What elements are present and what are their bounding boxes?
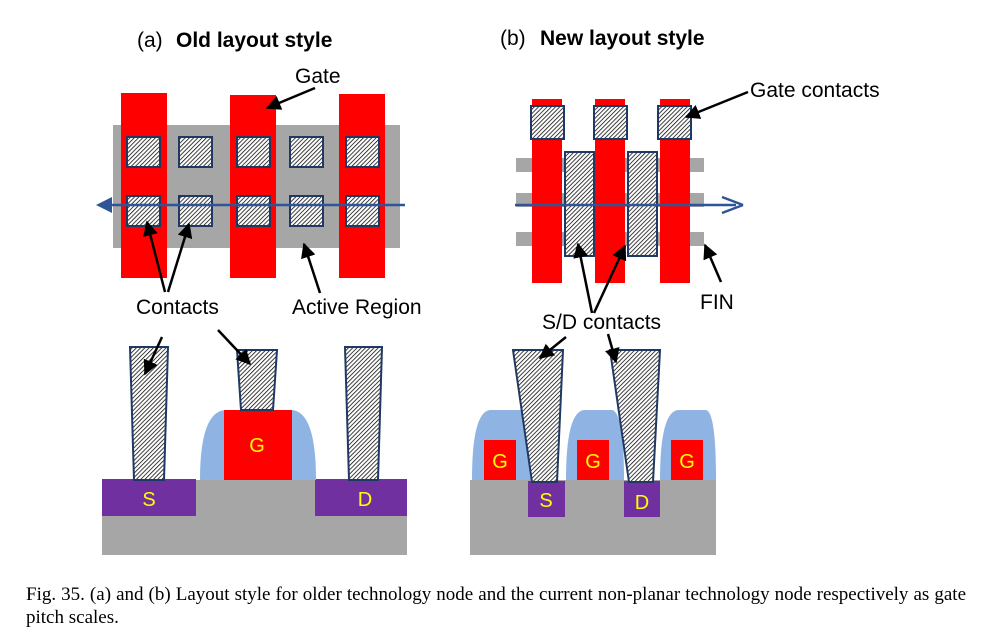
contacts-label: Contacts — [136, 296, 219, 319]
contact — [178, 136, 213, 168]
source-label-a: S — [142, 489, 155, 511]
gate-label: Gate — [295, 65, 341, 88]
source-region-b — [528, 481, 565, 517]
contact-arrow-4 — [217, 329, 252, 366]
gate-arrow — [265, 86, 316, 110]
contact — [236, 195, 271, 227]
gate-poly-2 — [230, 95, 276, 278]
source-label-b: S — [539, 490, 552, 512]
sd-contacts-arrow-3 — [538, 336, 567, 359]
fin-arrow — [703, 243, 723, 283]
cut-arrow-right-b — [721, 195, 744, 215]
gate-label-b3: G — [679, 451, 695, 473]
figure-caption: Fig. 35. (a) and (b) Layout style for ol… — [26, 584, 966, 628]
drain-region-a — [315, 479, 407, 516]
contact — [289, 195, 324, 227]
contact-grid — [126, 136, 380, 227]
drain-region-b — [624, 481, 660, 517]
cut-arrow-left-a — [96, 197, 112, 213]
gate-b3 — [671, 440, 703, 480]
gate-contact — [593, 105, 628, 140]
gate-a — [224, 410, 292, 480]
contacts-arrow-2 — [166, 222, 193, 293]
panel-a-layout — [96, 93, 405, 278]
gate-label-b2: G — [585, 451, 601, 473]
contact-plug-drain-a — [343, 346, 384, 481]
contact-arrow-3 — [143, 336, 164, 376]
sd-contacts-arrow-2 — [592, 244, 627, 314]
contact — [126, 136, 161, 168]
sd-contacts-label: S/D contacts — [542, 311, 661, 334]
sd-contacts-arrow-1 — [573, 242, 594, 314]
contact-plug-source-a — [128, 346, 170, 481]
contact — [126, 195, 161, 227]
panel-a-label: (a) — [137, 29, 163, 52]
source-region-a — [102, 479, 196, 516]
panel-b-cross-section: G G G S D — [470, 349, 716, 555]
contact — [236, 136, 271, 168]
active-region-label: Active Region — [292, 296, 422, 319]
contact — [345, 136, 380, 168]
gate-contacts-arrow — [684, 90, 749, 119]
drain-label-a: D — [358, 489, 372, 511]
gate-b2 — [577, 440, 609, 480]
sd-contact-plug-b2 — [608, 349, 662, 483]
gate-label-a: G — [249, 435, 265, 457]
gate-poly-3 — [339, 94, 385, 278]
contact — [289, 136, 324, 168]
gate-contact — [530, 105, 565, 140]
panel-a-title: Old layout style — [176, 29, 332, 52]
panel-b-layout — [515, 99, 744, 283]
panel-a-cross-section: S G D — [102, 346, 407, 555]
contact-plug-gate-a — [235, 349, 279, 411]
drain-label-b: D — [635, 492, 649, 514]
panel-b-label: (b) — [500, 27, 526, 50]
gate-contacts-label: Gate contacts — [750, 79, 880, 102]
contact — [345, 195, 380, 227]
gate-label-b1: G — [492, 451, 508, 473]
contact — [178, 195, 213, 227]
panel-b-title: New layout style — [540, 27, 705, 50]
substrate-b — [470, 480, 716, 555]
gate-b1 — [484, 440, 516, 480]
sd-contacts-arrow-4 — [605, 333, 620, 364]
fin-label: FIN — [700, 291, 734, 314]
active-region-arrow — [301, 242, 322, 294]
contacts-arrow-1 — [143, 220, 167, 293]
gate-contact — [657, 105, 692, 140]
gate-poly-1 — [121, 93, 167, 278]
